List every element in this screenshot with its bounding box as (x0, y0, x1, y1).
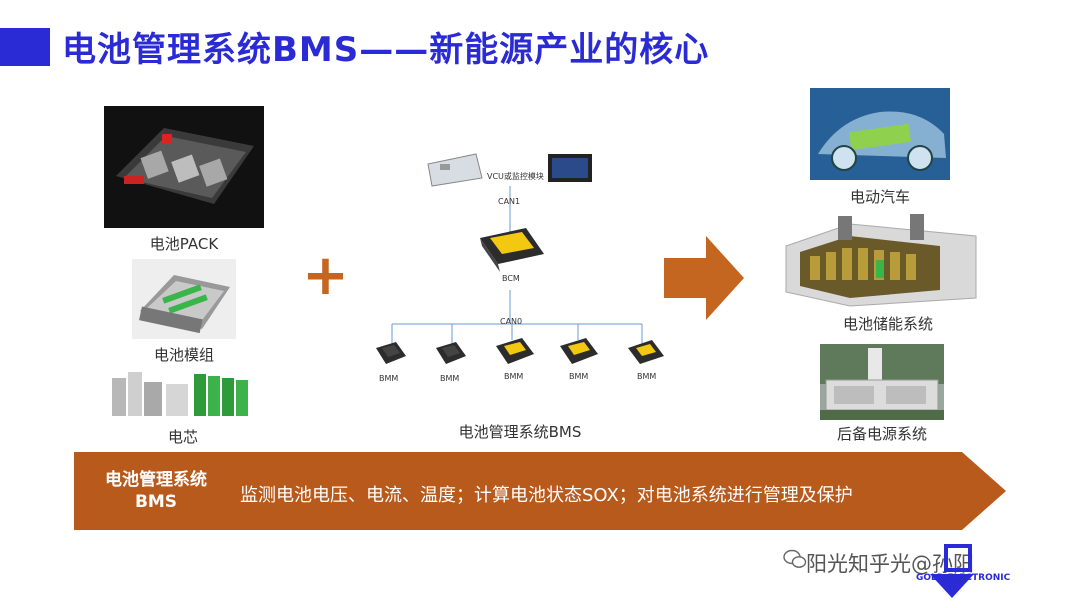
backup-power-image (820, 344, 944, 420)
vcu-label: VCU或监控模块 (487, 172, 544, 181)
energy-storage-image (780, 206, 982, 310)
bcm-label: BCM (502, 274, 520, 283)
left-item-label: 电池模组 (153, 346, 214, 364)
bms-banner-arrow (74, 452, 1006, 530)
banner-label-line1: 电池管理系统 (105, 470, 207, 490)
left-item-label: 电芯 (167, 428, 198, 446)
can0-label: CAN0 (500, 317, 523, 326)
bcm-module-icon (480, 228, 544, 272)
electric-car-image (810, 88, 950, 180)
banner-label-line2: BMS (134, 492, 178, 512)
page-title: 电池管理系统BMS——新能源产业的核心 (62, 30, 710, 70)
banner-description: 监测电池电压、电流、温度；计算电池状态SOX；对电池系统进行管理及保护 (240, 485, 853, 506)
monitor-icon (548, 154, 592, 182)
bmm-label: BMM (440, 374, 460, 383)
battery-module-image (132, 259, 236, 339)
left-item-label: 电池PACK (149, 235, 219, 253)
bmm-label: BMM (569, 372, 589, 381)
bms-topology-diagram (391, 153, 643, 344)
bmm-label: BMM (379, 374, 399, 383)
wechat-icon (783, 549, 807, 568)
bmm-module-icon (376, 342, 406, 364)
plus-symbol: + (302, 243, 349, 308)
bmm-label: BMM (637, 372, 657, 381)
bmm-module-icon (436, 342, 466, 364)
right-item-label: 电池储能系统 (842, 315, 933, 333)
gold-electronic-logo (930, 544, 974, 598)
can1-label: CAN1 (498, 197, 521, 206)
right-arrow-icon (664, 236, 744, 320)
logo-text: GOLD ELECTRONIC (916, 573, 1011, 583)
right-item-label: 后备电源系统 (836, 425, 927, 443)
bmm-module-icon (560, 338, 598, 364)
vcu-module-icon (427, 153, 483, 187)
right-item-label: 电动汽车 (849, 188, 910, 206)
bmm-label: BMM (504, 372, 524, 381)
battery-pack-image (104, 106, 264, 228)
bmm-module-icon (496, 338, 534, 364)
bmm-module-icon (628, 340, 664, 364)
diagram-caption: 电池管理系统BMS (458, 423, 582, 441)
title-accent-bar (0, 28, 50, 66)
banner-label: 电池管理系统 BMS (86, 469, 226, 513)
battery-cell-image (108, 364, 258, 420)
